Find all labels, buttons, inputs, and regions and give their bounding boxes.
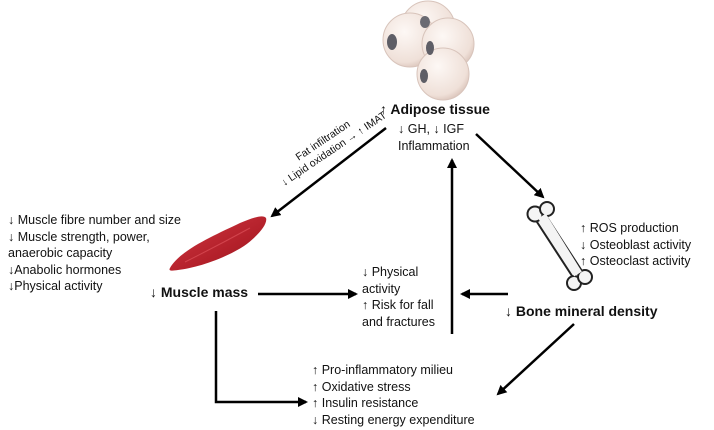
center-effect-line: ↑ Risk for fall — [362, 298, 434, 312]
adipose-effects: ↓ GH, ↓ IGF Inflammation — [398, 121, 470, 154]
bone-density-title: ↓ Bone mineral density — [505, 303, 658, 319]
muscle-fibre-icon — [169, 216, 267, 271]
center-effects: ↓ Physical activity ↑ Risk for fall and … — [362, 264, 435, 330]
bone-effects: ↑ ROS production ↓ Osteoblast activity ↑… — [580, 220, 691, 270]
adipocyte-cluster-icon — [382, 0, 475, 101]
metabolic-effect-line: ↑ Oxidative stress — [312, 379, 411, 394]
metabolic-effect-line: ↓ Resting energy expenditure — [312, 412, 475, 427]
metabolic-effect-line: ↑ Insulin resistance — [312, 396, 419, 410]
muscle-effect-line: anaerobic capacity — [8, 246, 113, 260]
arrow-adipose-to-muscle — [270, 127, 387, 218]
muscle-effects: ↓ Muscle fibre number and size ↓ Muscle … — [8, 212, 181, 295]
bone-effect-line: ↓ Osteoblast activity — [580, 237, 692, 252]
muscle-effect-line: ↓Physical activity — [8, 279, 103, 293]
arrow-bone-to-bottom — [496, 323, 575, 396]
muscle-effect-line: ↓Anabolic hormones — [8, 262, 122, 277]
adipose-effect-line: Inflammation — [398, 138, 470, 153]
adipose-title: ↑ Adipose tissue — [380, 101, 490, 117]
metabolic-effects: ↑ Pro-inflammatory milieu ↑ Oxidative st… — [312, 362, 475, 428]
center-effect-line: activity — [362, 281, 401, 296]
adipose-effect-line: ↓ GH, ↓ IGF — [398, 122, 464, 136]
center-effect-line: ↓ Physical — [362, 265, 419, 279]
muscle-mass-title: ↓ Muscle mass — [150, 284, 249, 300]
bone-effect-line: ↑ ROS production — [580, 221, 679, 235]
muscle-effect-line: ↓ Muscle strength, power, — [8, 229, 150, 244]
center-effect-line: and fractures — [362, 314, 435, 329]
bone-icon — [526, 201, 593, 291]
metabolic-effect-line: ↑ Pro-inflammatory milieu — [312, 363, 454, 377]
arrow-adipose-to-bone — [475, 133, 545, 199]
arrow-muscle-down-to-bottom — [214, 311, 308, 407]
muscle-effect-line: ↓ Muscle fibre number and size — [8, 213, 181, 227]
bone-effect-line: ↑ Osteoclast activity — [580, 254, 691, 268]
